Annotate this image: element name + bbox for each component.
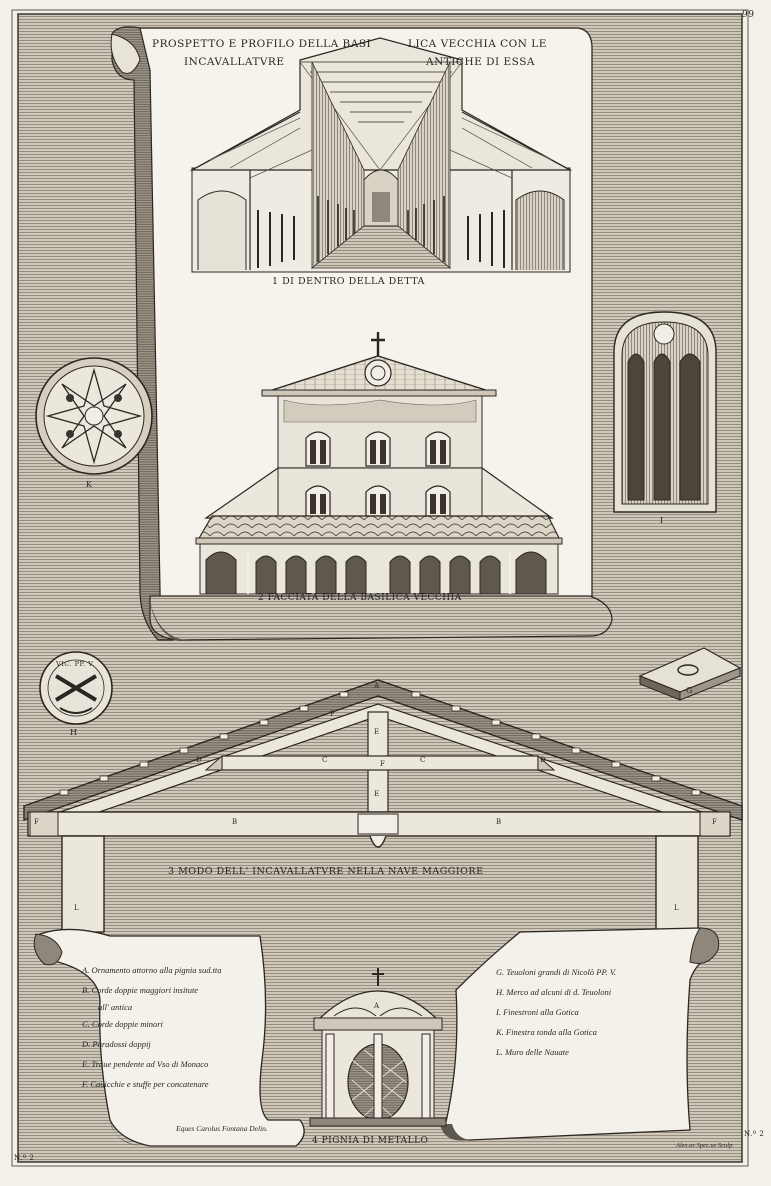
label-coin-h: H [70, 728, 78, 737]
gothic-window [613, 311, 717, 513]
truss-label-a: A [374, 682, 380, 690]
legend-left-item: D. Paradossi doppij [82, 1039, 151, 1049]
truss-label-b-left: B [232, 818, 238, 826]
scroll-roll-bottom [149, 595, 613, 641]
truss-label-c-right: C [420, 756, 426, 764]
banner-line2-left: INCAVALLATVRE [184, 56, 285, 68]
banner-line1-left: PROSPETTO E PROFILO DELLA BASI [152, 38, 372, 50]
rose-window [35, 357, 153, 475]
caption-pinecone: 4 PIGNIA DI METALLO [312, 1136, 429, 1146]
truss-label-d-left: D [196, 756, 203, 764]
label-window-i: I [660, 516, 664, 525]
tie-beam-block [638, 647, 742, 701]
facade-view [195, 332, 563, 595]
truss-label-b-right: B [496, 818, 502, 826]
truss-label-f-right: F [712, 818, 718, 826]
caption-truss: 3 MODO DELL' INCAVALLATVRE NELLA NAVE MA… [168, 866, 484, 877]
truss-label-f-top: F [330, 710, 336, 718]
legend-left-item: C. Corde doppie minori [82, 1019, 163, 1029]
banner-line2-right: ANTICHE DI ESSA [426, 56, 535, 68]
plate-outer-border [11, 9, 749, 1167]
truss-label-d-right: D [540, 756, 547, 764]
truss-label-f-center: F [380, 760, 386, 768]
caption-facade: 2 FACCIATA DELLA BASILICA VECCHIA [258, 593, 462, 603]
papal-coin [39, 651, 113, 725]
legend-left-item: A. Ornamento attorno alla pignia sud.tta [82, 965, 222, 975]
truss-label-c-left: C [322, 756, 328, 764]
legend-right-item: H. Merco ad alcuni di d. Teuoloni [496, 987, 612, 997]
page-number: 99 [742, 10, 755, 20]
roof-truss [23, 679, 743, 933]
legend-scroll-left [39, 928, 305, 1147]
banner-line1-right: LICA VECCHIA CON LE [408, 38, 547, 50]
truss-label-l-left: L [74, 904, 80, 912]
legend-right-item: L. Muro delle Nauate [496, 1047, 569, 1057]
legend-right: G. Teuoloni grandi di Nicolò PP. V. H. M… [496, 962, 686, 1062]
legend-left-item: F. Cauicchie e stuffe per concatenare [82, 1079, 209, 1089]
legend-right-item: I. Finestroni alla Gotica [496, 1007, 579, 1017]
corner-mark-left: N.º 2 [14, 1154, 35, 1162]
truss-label-f-left: F [34, 818, 40, 826]
legend-right-item: K. Finestra tonda alla Gotica [496, 1027, 597, 1037]
corner-mark-right: N.º 2 [744, 1130, 765, 1138]
legend-left-item: E. Traue pendente ad Vso di Monaco [82, 1059, 209, 1069]
engraver-credit: Alex.us Spec.us Sculp. [676, 1142, 734, 1149]
truss-label-l-right: L [674, 904, 680, 912]
legend-left: A. Ornamento attorno alla pignia sud.tta… [82, 960, 262, 1094]
label-pinecone-a: A [374, 1002, 380, 1010]
legend-right-item: G. Teuoloni grandi di Nicolò PP. V. [496, 967, 617, 977]
interior-view [189, 37, 573, 273]
legend-left-item: all' antica [98, 1002, 133, 1012]
scroll-curl-left [111, 26, 174, 641]
pinecone-aedicule [309, 968, 447, 1127]
caption-interior: 1 DI DENTRO DELLA DETTA [272, 276, 425, 287]
coin-inscription: VIC. PP. V. [56, 660, 95, 668]
label-rose-k: K [86, 480, 93, 489]
label-block-g: G [686, 686, 693, 695]
draftsman-credit: Eques Carolus Fontana Delin. [176, 1124, 268, 1133]
legend-left-item: B. Corde doppie maggiori insitute [82, 985, 199, 995]
truss-label-e-top: E [374, 728, 380, 736]
truss-label-e-bottom: E [374, 790, 380, 798]
